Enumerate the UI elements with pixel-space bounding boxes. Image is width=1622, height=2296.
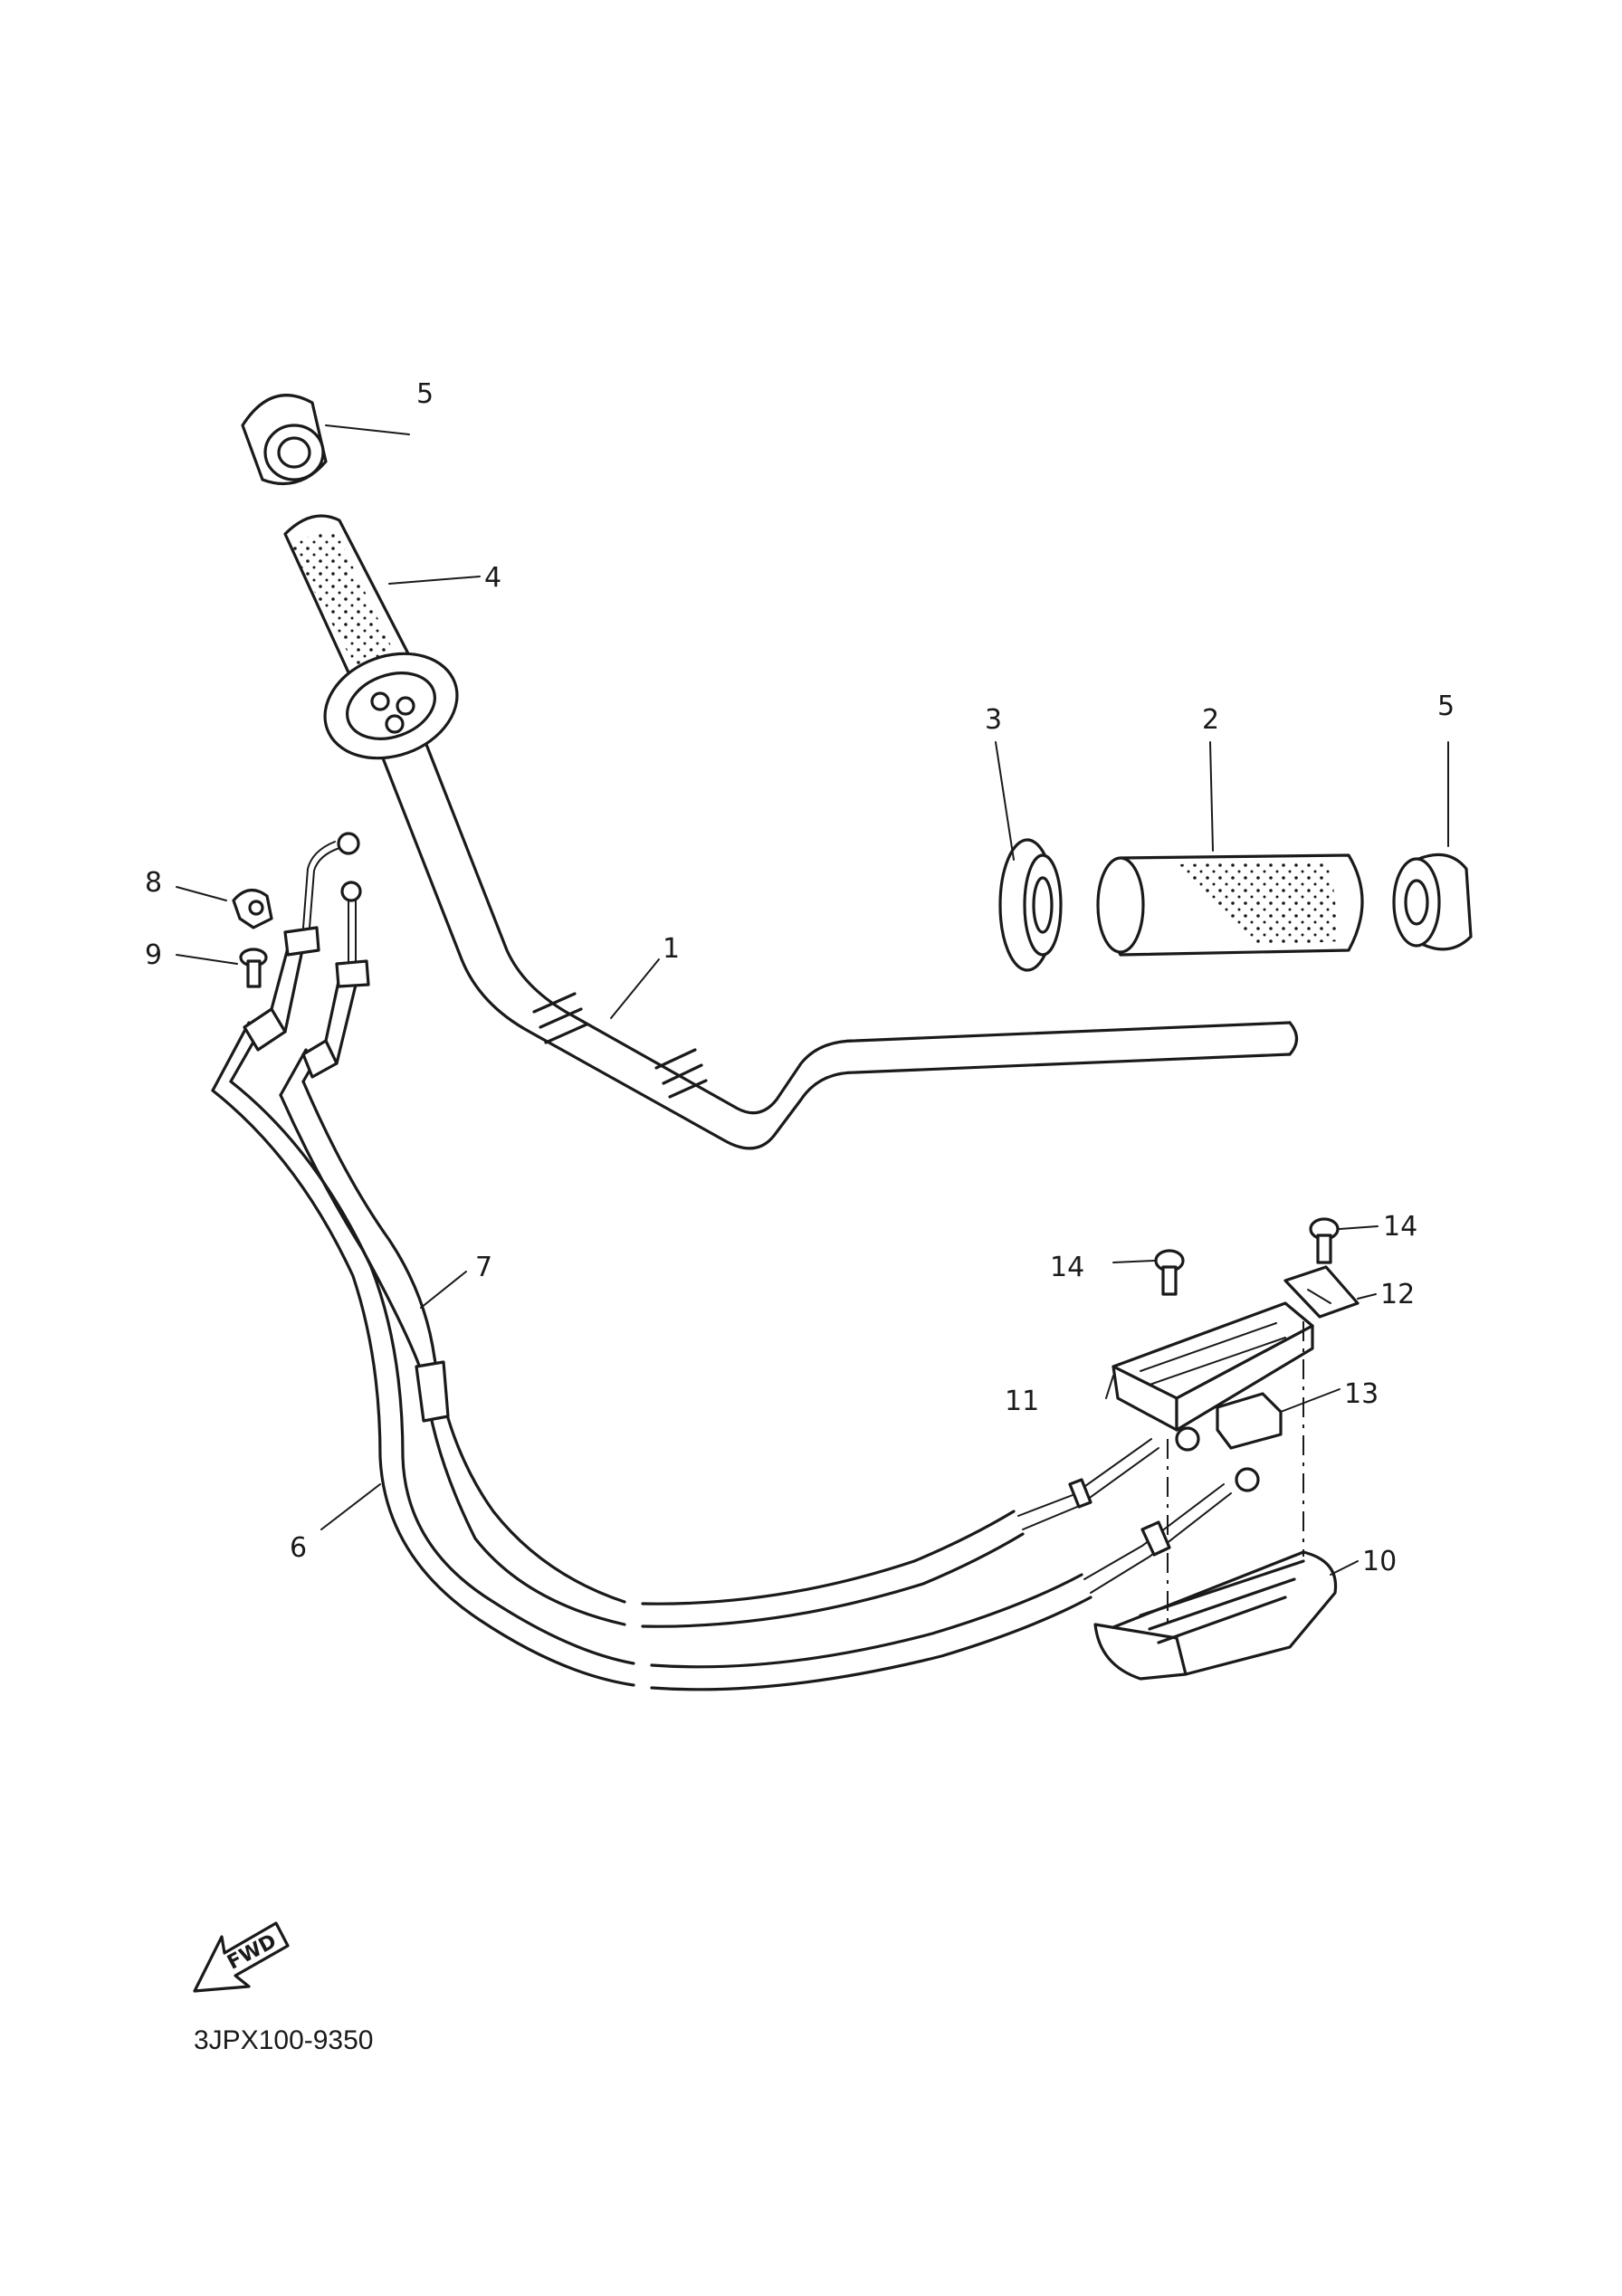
- bar-end-weight-left: [241, 394, 328, 486]
- grip-collar: [998, 838, 1063, 972]
- right-grip: [1096, 853, 1364, 957]
- callout-9: 9: [145, 939, 162, 971]
- callout-12: 12: [1380, 1279, 1415, 1310]
- callout-1: 1: [663, 933, 680, 965]
- screw-14-right: [1309, 1217, 1340, 1264]
- callout-5-right: 5: [1437, 691, 1455, 722]
- throttle-cable-6: [211, 832, 1092, 1691]
- callout-2: 2: [1202, 704, 1219, 736]
- throttle-cable-7: [279, 881, 1025, 1628]
- left-grip: [283, 514, 459, 760]
- leader-lines: [176, 424, 1449, 1576]
- callout-8: 8: [145, 867, 162, 899]
- throttle-housing-lower: [1093, 1550, 1338, 1681]
- callout-13: 13: [1344, 1378, 1379, 1410]
- callout-11: 11: [1005, 1386, 1039, 1417]
- clip-screw: [239, 948, 268, 988]
- callout-5-top: 5: [416, 378, 434, 410]
- callout-labels: 1 2 3 4 5 5 6 7 8 9 10 11 12 13 14 14: [145, 378, 1455, 1577]
- callout-3: 3: [985, 704, 1002, 736]
- screw-14-left: [1154, 1249, 1185, 1296]
- cable-guide-plate: [1283, 1265, 1360, 1319]
- slider-block: [1216, 1392, 1283, 1450]
- cable-clip: [232, 889, 273, 929]
- reference-code: 3JPX100-9350: [194, 2025, 374, 2055]
- callout-14-left: 14: [1050, 1252, 1084, 1283]
- handlebar: [378, 740, 1299, 1150]
- callout-4: 4: [484, 562, 501, 594]
- callout-7: 7: [475, 1252, 492, 1283]
- callout-10: 10: [1362, 1546, 1397, 1577]
- callout-6: 6: [290, 1532, 307, 1564]
- callout-14-right: 14: [1383, 1211, 1417, 1243]
- bar-end-weight-right: [1392, 853, 1473, 951]
- forward-arrow-icon: FWD: [193, 1921, 290, 1993]
- throttle-housing-upper: [1112, 1301, 1314, 1432]
- cable-ends: [1017, 1426, 1260, 1594]
